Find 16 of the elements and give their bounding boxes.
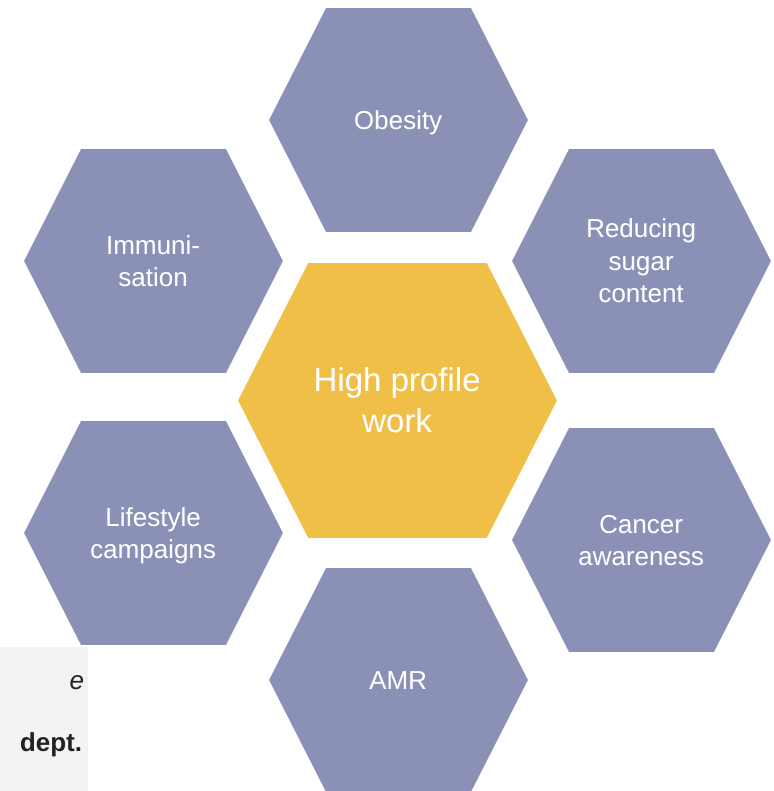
hexagon-label: Obesity [354, 104, 442, 136]
quote-text: e [68, 665, 84, 696]
hexagon-label: High profile work [312, 360, 482, 441]
hexagon [512, 149, 770, 373]
hexagon [268, 8, 528, 232]
hexagon [24, 421, 282, 645]
hexagon-label: Lifestyle campaigns [89, 500, 217, 566]
hexagon-label: Cancer awareness [577, 508, 705, 572]
hexagon-label: AMR [369, 664, 427, 696]
hexagon [512, 428, 770, 652]
hexagon [238, 262, 556, 538]
hexagon [24, 149, 282, 373]
hexagon [268, 568, 528, 791]
quote-text: dept. [18, 727, 82, 758]
hexagon-label: Immuni- sation [105, 228, 201, 294]
hexagon-label: Reducing sugar content [585, 212, 697, 310]
